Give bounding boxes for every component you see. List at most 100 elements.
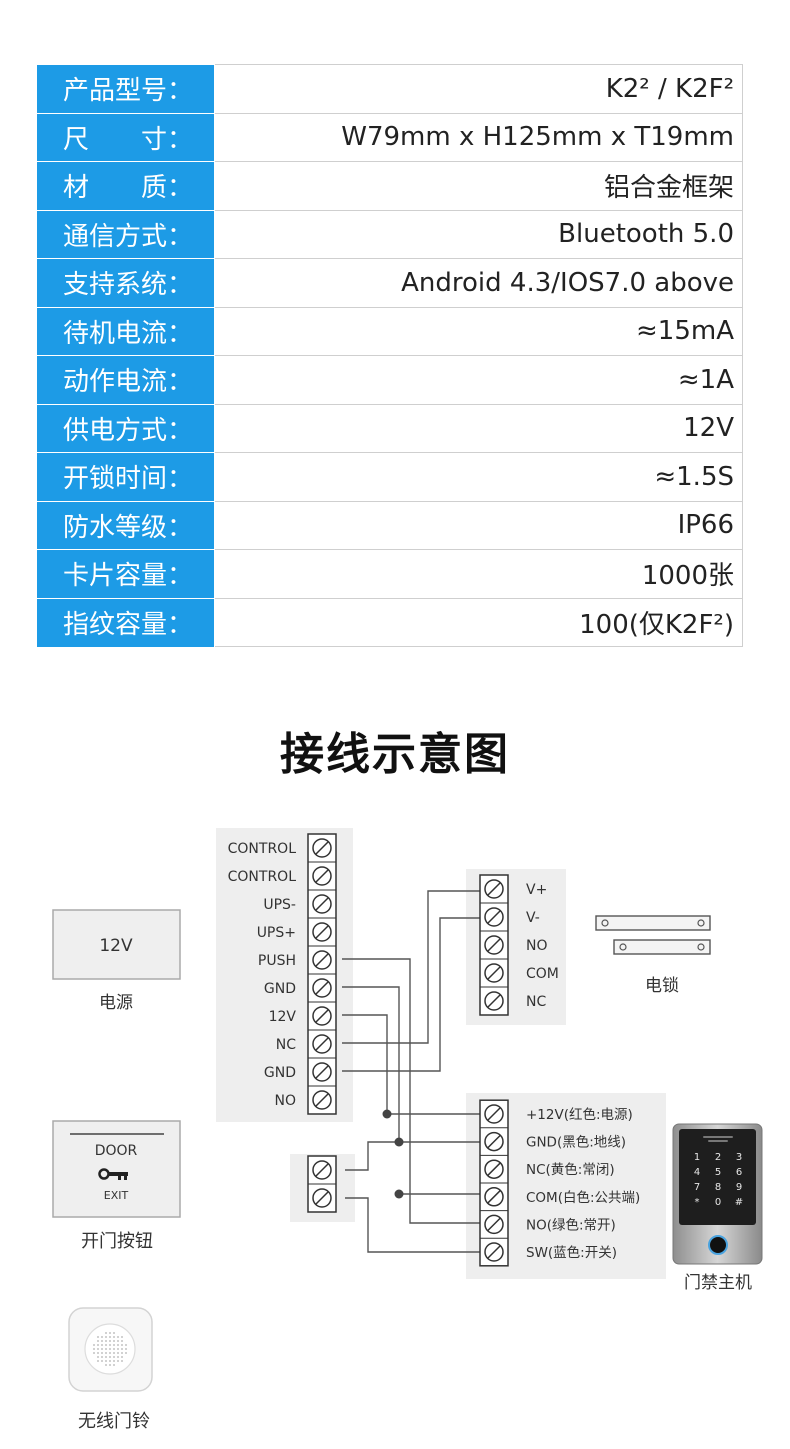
wiring-diagram-title: 接线示意图 [280, 729, 510, 780]
screw-terminal-icon [484, 1131, 504, 1152]
terminal-label: COM(白色:公共端) [526, 1189, 640, 1206]
screw-terminal-icon [484, 1104, 504, 1124]
exit-button-door-text: DOOR [95, 1143, 138, 1159]
wire-gnd2-main [342, 917, 482, 1072]
spec-label: 指纹容量： [37, 597, 215, 647]
keypad-key: 6 [736, 1167, 742, 1178]
terminal-label: NC [526, 994, 546, 1010]
screw-terminal-icon [312, 978, 332, 998]
terminal-label: NO [275, 1093, 297, 1109]
terminal-label: CONTROL [228, 869, 297, 885]
doorbell-caption: 无线门铃 [78, 1411, 150, 1432]
terminal-label: GND(黑色:地线) [526, 1134, 626, 1151]
screw-terminal-icon [484, 935, 504, 955]
terminal-label: UPS+ [257, 925, 296, 941]
spec-value: Bluetooth 5.0 [214, 209, 743, 259]
screw-terminal-icon [312, 1090, 332, 1110]
wire-nc-main [342, 890, 482, 1044]
terminal-label: 12V [269, 1009, 297, 1025]
spec-label: 动作电流： [37, 355, 215, 405]
screw-terminal-icon [484, 1242, 504, 1262]
spec-label: 开锁时间： [37, 452, 215, 502]
screw-terminal-icon [312, 838, 332, 858]
keypad-key: 7 [694, 1182, 700, 1193]
power-supply-caption: 电源 [99, 993, 133, 1013]
spec-row: 防水等级：IP66 [37, 500, 743, 550]
key-icon [98, 1168, 128, 1180]
exit-button-caption: 开门按钮 [81, 1231, 153, 1252]
screw-terminal-icon [484, 1187, 504, 1207]
access-controller-caption: 门禁主机 [684, 1273, 752, 1293]
screw-terminal-icon [484, 963, 504, 983]
terminal-label: V- [526, 910, 540, 926]
terminal-label: NC [276, 1037, 296, 1053]
wire-relay-bottom [345, 1197, 482, 1253]
terminal-label: PUSH [258, 953, 296, 969]
terminal-label: NO [526, 938, 548, 954]
electric-lock-caption: 电锁 [645, 976, 679, 996]
spec-value: Android 4.3/IOS7.0 above [214, 258, 743, 308]
spec-label: 支持系统： [37, 258, 215, 308]
wire-relay-top [345, 1141, 399, 1171]
keypad-key: 5 [715, 1167, 721, 1178]
keypad-key: 9 [736, 1182, 742, 1193]
wires [342, 890, 482, 1253]
spec-value: 100(仅K2F²) [214, 597, 743, 647]
screw-terminal-icon [312, 1062, 332, 1082]
electric-lock-icon [595, 915, 711, 955]
spec-value: IP66 [214, 500, 743, 550]
spec-label: 待机电流： [37, 306, 215, 356]
screw-terminal-icon [484, 1214, 504, 1235]
spec-value: W79mm x H125mm x T19mm [214, 112, 743, 162]
wire-junctions [382, 1109, 404, 1199]
spec-value: 1000张 [214, 549, 743, 599]
screw-terminal-icon [312, 1160, 332, 1180]
spec-row: 动作电流：≈1A [37, 355, 743, 405]
keypad-key: 2 [715, 1152, 721, 1163]
screw-terminal-icon [484, 907, 504, 927]
spec-label: 材 质： [37, 161, 215, 211]
wire-gnd-main [342, 986, 482, 1143]
spec-row: 待机电流：≈15mA [37, 306, 743, 356]
screw-terminal-icon [484, 879, 504, 899]
keypad-key: # [735, 1197, 743, 1208]
spec-row: 开锁时间：≈1.5S [37, 452, 743, 502]
exit-button-exit-text: EXIT [104, 1189, 129, 1202]
terminal-label: SW(蓝色:开关) [526, 1244, 617, 1261]
junction-dot [382, 1109, 392, 1119]
spec-row: 尺 寸：W79mm x H125mm x T19mm [37, 112, 743, 162]
keypad-key: 0 [715, 1197, 721, 1208]
spec-label: 尺 寸： [37, 112, 215, 162]
spec-label: 卡片容量： [37, 549, 215, 599]
terminal-label: CONTROL [228, 841, 297, 857]
spec-row: 产品型号：K2² / K2F² [37, 64, 743, 114]
terminal-label: GND [264, 1065, 296, 1081]
terminal-label: COM [526, 966, 559, 982]
screw-terminal-icon [312, 922, 332, 942]
keypad-key: 4 [694, 1167, 700, 1178]
junction-dot [394, 1189, 404, 1199]
spec-value: ≈1A [214, 355, 743, 405]
access-controller-screen [679, 1129, 756, 1225]
exit-button-box [52, 1120, 181, 1218]
spec-value: 铝合金框架 [214, 161, 743, 211]
spec-value: 12V [214, 403, 743, 453]
spec-label: 防水等级： [37, 500, 215, 550]
keypad-key: * [695, 1197, 700, 1208]
spec-value: ≈1.5S [214, 452, 743, 502]
spec-row: 材 质：铝合金框架 [37, 161, 743, 211]
power-supply-label: 12V [99, 936, 133, 956]
keypad-key: 1 [694, 1152, 700, 1163]
wire-push [342, 958, 482, 1224]
screw-terminal-icon [484, 1159, 504, 1179]
wiring-diagram: CONTROLCONTROLUPS-UPS+PUSHGND12VNCGNDNOV… [52, 828, 763, 1432]
power-supply-box [52, 909, 181, 980]
spec-row: 通信方式：Bluetooth 5.0 [37, 209, 743, 259]
spec-label: 通信方式： [37, 209, 215, 259]
screw-terminal-icon [312, 1188, 332, 1208]
terminal-label: NC(黄色:常闭) [526, 1161, 615, 1178]
screw-terminal-icon [312, 1006, 332, 1026]
keypad-key: 3 [736, 1152, 742, 1163]
